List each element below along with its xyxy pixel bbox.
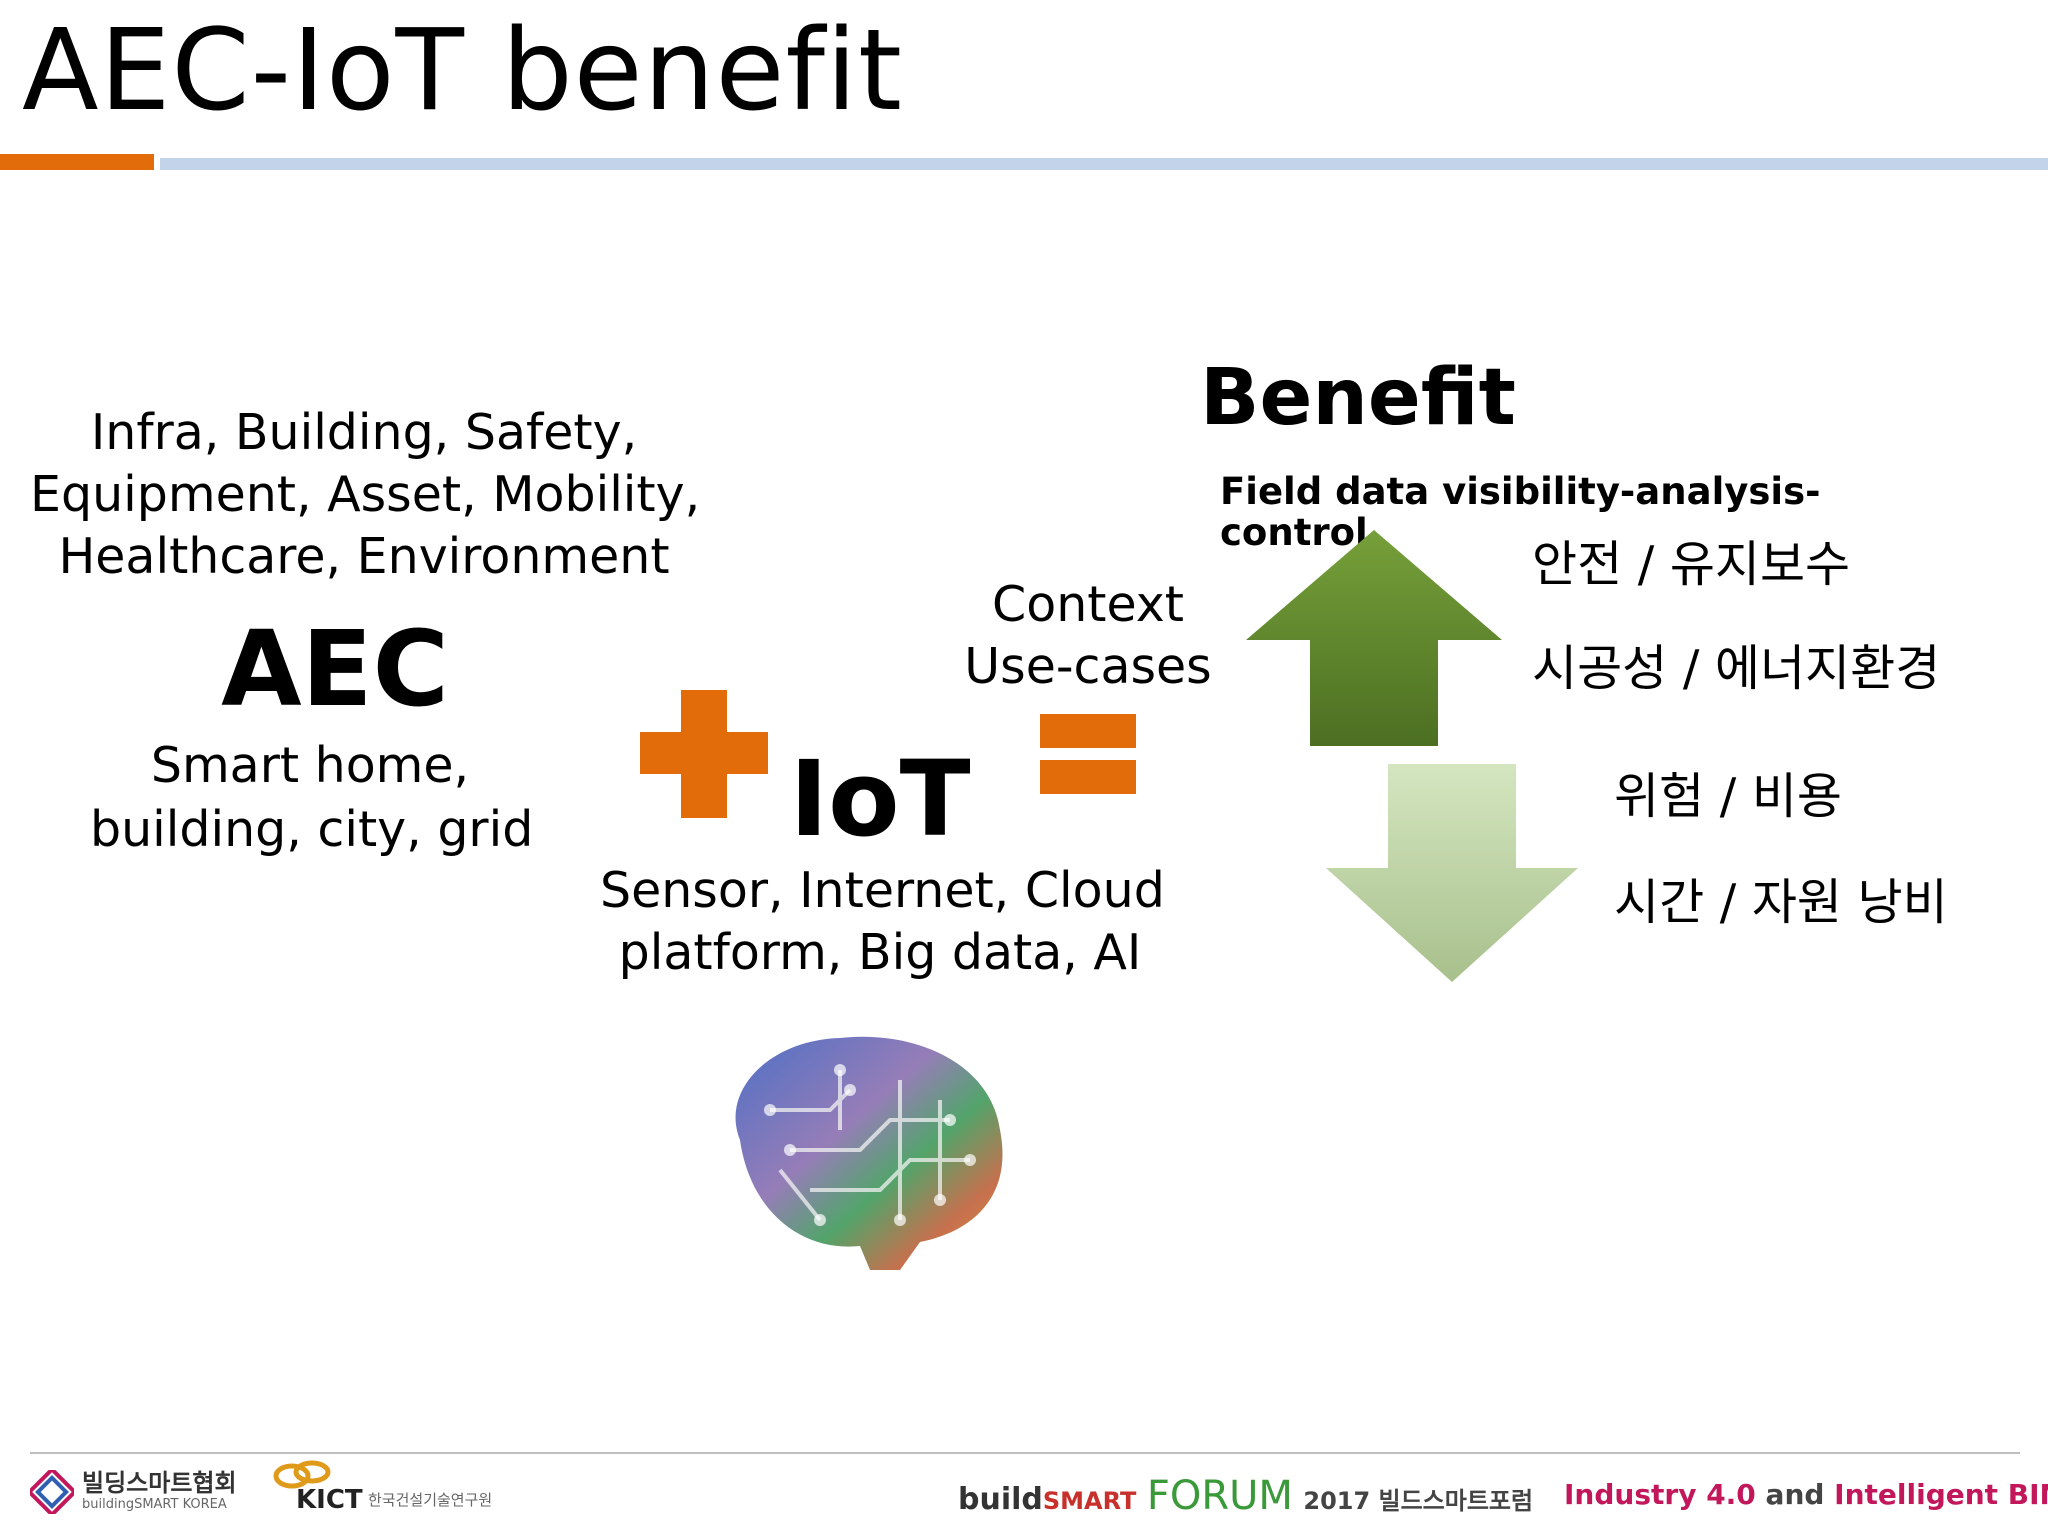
benefit-up-item: 안전 / 유지보수 (1532, 536, 1851, 593)
iot-heading: IoT (789, 738, 971, 860)
org1-korean: 빌딩스마트협회 (82, 1469, 237, 1497)
up-arrow-icon (1246, 530, 1502, 746)
aec-smart-line: building, city, grid (90, 801, 534, 858)
iot-tech-line: Sensor, Internet, Cloud (600, 862, 1165, 919)
benefit-down-item: 위험 / 비용 (1614, 768, 1842, 825)
tagline: Industry 4.0 and Intelligent BIM (1564, 1478, 2048, 1511)
aec-domain-line: Infra, Building, Safety, (90, 404, 638, 461)
org2-korean: 한국건설기술연구원 (368, 1491, 493, 1509)
aec-domain-line: Healthcare, Environment (58, 528, 670, 585)
benefit-down-item: 시간 / 자원 낭비 (1614, 874, 1948, 931)
footer-rule (30, 1452, 2020, 1454)
org1-english: buildingSMART KOREA (82, 1497, 227, 1512)
org2-name: KICT (296, 1485, 363, 1515)
plus-sign-icon-bar (640, 732, 768, 774)
aec-domain-line: Equipment, Asset, Mobility, (30, 466, 701, 523)
benefit-subtitle: Field data visibility-analysis-control (1220, 470, 1821, 554)
benefit-heading: Benefit (1200, 353, 1516, 443)
context-line: Use-cases (964, 638, 1212, 695)
tagline-and: and (1765, 1478, 1825, 1511)
aec-smart-list: Smart home, building, city, grid (90, 734, 534, 862)
benefit-up-item: 시공성 / 에너지환경 (1532, 640, 1941, 697)
context-line: Context (992, 576, 1184, 633)
iot-tech-line: platform, Big data, AI (618, 924, 1142, 981)
tagline-b: Intelligent BIM (1834, 1478, 2048, 1511)
forum-banner: buildSMART FORUM 2017 빌드스마트포럼 (958, 1474, 1533, 1518)
buildingsmart-logo-icon (30, 1470, 74, 1514)
aec-smart-line: Smart home, (150, 737, 470, 794)
forum-year: 2017 빌드스마트포럼 (1303, 1487, 1534, 1515)
title-rule (160, 158, 2048, 170)
equals-sign-icon-bar (1040, 760, 1136, 794)
equals-sign-icon (1040, 714, 1136, 748)
slide-title: AEC-IoT benefit (22, 6, 903, 136)
title-rule-accent (0, 154, 154, 170)
down-arrow-icon (1326, 764, 1578, 982)
forum-prefix: build (958, 1482, 1043, 1517)
aec-domains: Infra, Building, Safety, Equipment, Asse… (30, 402, 701, 588)
aec-heading: AEC (221, 608, 449, 730)
kict-logo-icon (273, 1460, 331, 1489)
circuit-brain-image (735, 1036, 1003, 1270)
context-usecases: Context Use-cases (950, 574, 1226, 698)
forum-word: FORUM (1146, 1473, 1293, 1519)
tagline-a: Industry 4.0 (1564, 1478, 1756, 1511)
iot-tech-list: Sensor, Internet, Cloud platform, Big da… (600, 860, 1165, 984)
forum-smart: SMART (1042, 1487, 1137, 1515)
